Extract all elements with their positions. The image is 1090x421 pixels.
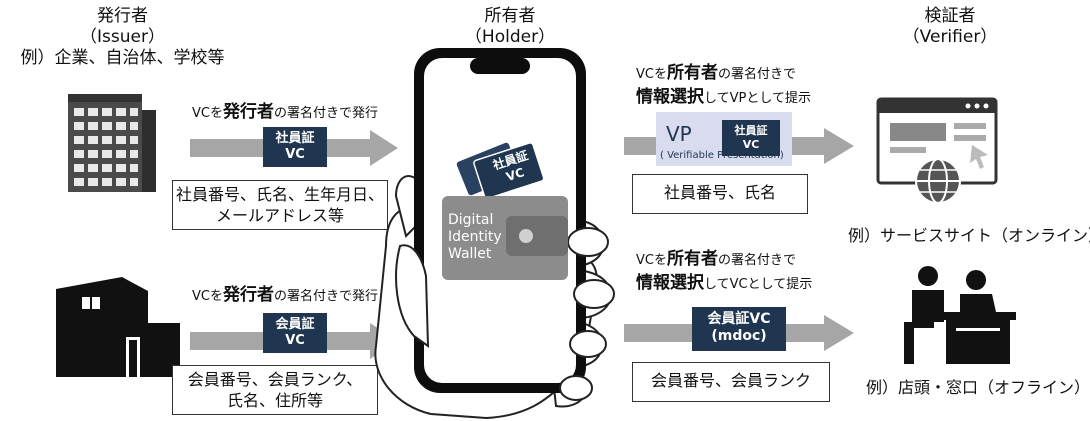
issuer-title: 発行者 (97, 6, 148, 26)
issuer-example: 例）企業、自治体、学校等 (20, 48, 225, 68)
verifier-offline-example: 例）店頭・窓口（オフライン） (866, 378, 1090, 397)
issue-caption-bottom-post: の署名付きで発行 (273, 289, 378, 304)
employee-id-vc-badge: 社員証 VC (263, 127, 327, 167)
holder-subtitle: （Holder） (464, 27, 556, 47)
employee-id-vc-badge-line1: 社員証 (275, 131, 315, 146)
issue-caption-bottom-pre: VCを (192, 289, 223, 304)
present-caption-top-post2: してVPとして提示 (704, 91, 811, 106)
mdoc-badge-line2: (mdoc) (711, 328, 767, 344)
present-attributes-bottom-text: 会員番号、会員ランク (650, 371, 811, 390)
present-caption-bottom-line1: VCを所有者の署名付きで (636, 248, 812, 272)
wallet-label: Digital Identity Wallet (448, 212, 502, 263)
present-caption-top: VCを所有者の署名付きで 情報選択してVPとして提示 (636, 62, 811, 110)
verifier-title: 検証者 (924, 6, 976, 26)
present-caption-top-pre: VCを (636, 67, 667, 82)
issue-attributes-bottom-line1: 会員番号、会員ランク、 (187, 370, 363, 389)
issue-caption-bottom: VCを発行者の署名付きで発行 (192, 280, 378, 305)
vp-badge-line1: 社員証 (734, 124, 768, 137)
present-caption-top-post1: の署名付きで (717, 67, 796, 82)
wallet-label-line2: Identity (448, 229, 502, 245)
smartphone-hand-icon (374, 48, 615, 420)
member-card-mdoc-badge: 会員証VC (mdoc) (692, 307, 786, 351)
present-caption-bottom-bold2: 情報選択 (636, 273, 704, 293)
issue-attributes-top-line2: メールアドレス等 (215, 206, 344, 225)
present-attributes-top-text: 社員番号、氏名 (663, 183, 776, 202)
member-card-vc-badge: 会員証 VC (263, 313, 327, 353)
holder-header: 所有者 （Holder） (440, 6, 580, 48)
verifier-subtitle: （Verifier） (902, 27, 998, 47)
browser-globe-icon (876, 97, 998, 204)
present-caption-bottom-line2: 情報選択してVCとして提示 (636, 272, 812, 296)
present-caption-top-line1: VCを所有者の署名付きで (636, 62, 811, 86)
present-caption-top-line2: 情報選択してVPとして提示 (636, 86, 811, 110)
present-caption-top-bold2: 情報選択 (636, 87, 704, 107)
issue-attributes-top-line1: 社員番号、氏名、生年月日、 (175, 185, 384, 204)
present-caption-top-bold1: 所有者 (666, 63, 718, 83)
issue-attributes-bottom-line2: 氏名、住所等 (226, 391, 323, 410)
wallet-label-line1: Digital (448, 212, 494, 228)
verifier-header: 検証者 （Verifier） (880, 6, 1020, 48)
issue-caption-top-pre: VCを (192, 106, 223, 121)
vp-badge-line2: VC (742, 138, 760, 151)
present-caption-bottom-bold1: 所有者 (666, 249, 718, 269)
present-caption-bottom-post1: の署名付きで (717, 253, 796, 268)
present-attributes-bottom: 会員番号、会員ランク (632, 362, 830, 402)
present-caption-bottom-post2: してVCとして提示 (704, 277, 813, 292)
counter-staff-icon (904, 266, 1016, 364)
issue-caption-top: VCを発行者の署名付きで発行 (192, 97, 378, 122)
office-building-icon (68, 94, 156, 192)
vp-title: VP (666, 122, 692, 146)
employee-id-vc-badge-line2: VC (285, 147, 305, 162)
issuer-header: 発行者 （Issuer） 例）企業、自治体、学校等 (20, 6, 225, 69)
store-building-icon (56, 277, 180, 377)
issue-attributes-top: 社員番号、氏名、生年月日、 メールアドレス等 (172, 180, 388, 230)
present-caption-bottom-pre: VCを (636, 253, 667, 268)
wallet-label-line3: Wallet (448, 246, 492, 262)
issue-caption-top-post: の署名付きで発行 (273, 106, 378, 121)
verifier-online-example: 例）サービスサイト（オンライン） (848, 226, 1090, 245)
mdoc-badge-line1: 会員証VC (707, 311, 771, 327)
present-attributes-top: 社員番号、氏名 (632, 174, 808, 214)
issue-caption-bottom-bold: 発行者 (222, 285, 274, 305)
issuer-subtitle: （Issuer） (80, 27, 165, 47)
vp-employee-id-vc-badge: 社員証 VC (722, 120, 780, 156)
issue-caption-top-bold: 発行者 (222, 102, 274, 122)
member-card-vc-badge-line1: 会員証 (275, 317, 315, 332)
member-card-vc-badge-line2: VC (285, 333, 305, 348)
present-caption-bottom: VCを所有者の署名付きで 情報選択してVCとして提示 (636, 248, 812, 296)
issue-attributes-bottom: 会員番号、会員ランク、 氏名、住所等 (172, 365, 378, 415)
vp-subtitle: ( Verifiable Presentation) (660, 150, 784, 161)
holder-title: 所有者 (484, 6, 536, 26)
